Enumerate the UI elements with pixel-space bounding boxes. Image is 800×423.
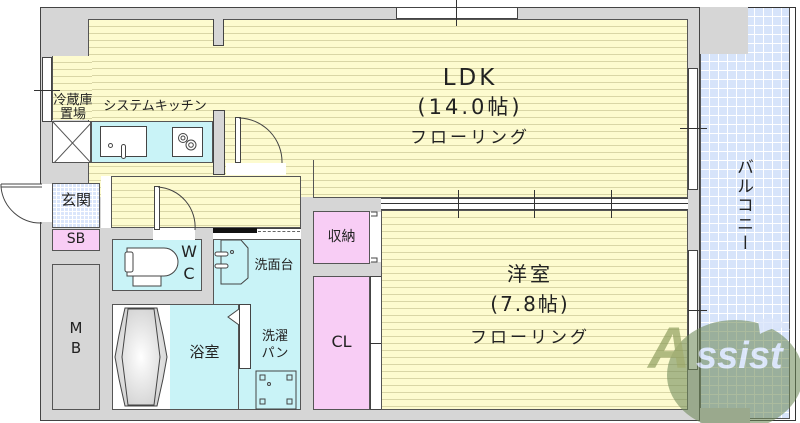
shoe-box-label: SB xyxy=(66,231,86,247)
toilet-label-line1: W xyxy=(181,242,197,261)
western-room-size: (7.8帖) xyxy=(490,292,570,316)
svg-text:A: A xyxy=(646,316,690,381)
ldk-door-opening xyxy=(226,163,286,175)
fridge-label-line2: 置場 xyxy=(59,107,86,122)
ldk-door-swing-icon xyxy=(238,117,283,164)
burner-icon xyxy=(178,133,197,151)
toilet-label-line2: C xyxy=(183,264,195,283)
entrance-door-icon[interactable] xyxy=(0,181,54,225)
ldk-right-window xyxy=(688,68,698,190)
fridge-label-line1: 冷蔵庫 xyxy=(53,93,93,108)
top-window xyxy=(396,7,518,19)
meter-box-label-line1: M xyxy=(69,319,83,337)
left-window-mark xyxy=(34,90,60,91)
watermark-text: ssist xyxy=(696,335,784,377)
faucet-icon xyxy=(121,144,126,159)
bath-door[interactable] xyxy=(239,304,251,369)
entrance-floor xyxy=(52,183,100,228)
kitchen-side-wall xyxy=(213,110,225,175)
western-room-floor xyxy=(381,210,688,410)
meter-box xyxy=(52,264,100,410)
fridge-space xyxy=(52,121,91,163)
balcony-label: バルコニー xyxy=(733,158,753,253)
storage-door-opening[interactable] xyxy=(370,212,381,262)
partition-mark-1 xyxy=(458,190,459,218)
closet xyxy=(313,276,370,410)
closet-label: CL xyxy=(331,332,352,351)
stove xyxy=(172,127,203,157)
entrance-door-opening xyxy=(40,184,52,222)
washstand-label: 洗面台 xyxy=(254,258,294,273)
western-room-floor-type: フローリング xyxy=(470,328,590,348)
washroom-door-rail[interactable] xyxy=(213,228,301,239)
fridge-cross-icon xyxy=(53,122,90,162)
ldk-size: (14.0帖) xyxy=(417,95,523,119)
kitchen-sink xyxy=(100,126,147,157)
ldk-floor-left xyxy=(52,56,92,120)
wc-door-leaf[interactable] xyxy=(154,186,160,230)
wc-door-swing-icon xyxy=(157,186,196,231)
ldk-door-leaf[interactable] xyxy=(235,117,241,163)
shoe-box xyxy=(52,229,100,251)
meter-box-label-line2: B xyxy=(70,339,82,357)
ldk-name: LDK xyxy=(442,65,498,91)
partition-mark-3 xyxy=(611,190,612,218)
toilet-icon xyxy=(124,247,179,287)
bathtub-icon xyxy=(114,307,168,407)
partition-mark-2 xyxy=(534,190,535,218)
ldk-right-window-mark xyxy=(680,128,707,129)
sink-drain-icon xyxy=(108,143,113,148)
bath-door-icon xyxy=(227,308,240,326)
laundry-pan-icon xyxy=(255,370,297,410)
storage-label: 収納 xyxy=(327,229,356,245)
ldk-top-wall-stub xyxy=(213,19,224,46)
wc-door-opening xyxy=(153,228,195,240)
western-right-window-mark xyxy=(680,310,707,311)
washbasin-icon xyxy=(214,240,249,285)
hallway-floor xyxy=(111,176,301,228)
kitchen-label: システムキッチン xyxy=(103,99,207,114)
washroom-door-dash xyxy=(258,231,300,232)
washroom-door-panel xyxy=(213,228,257,233)
top-window-mark xyxy=(456,0,457,26)
western-room-name: 洋室 xyxy=(507,262,553,286)
closet-door-divider xyxy=(370,343,382,344)
assist-logo-icon: A ssist xyxy=(646,316,800,423)
balcony-corner-block xyxy=(700,7,748,54)
ldk-floor-type: フローリング xyxy=(410,128,530,148)
laundry-pan-label-line2: パン xyxy=(261,346,289,361)
left-window xyxy=(42,57,52,122)
hall-opening-left xyxy=(101,176,111,228)
storage xyxy=(313,211,370,264)
ldk-floor-lower xyxy=(313,160,688,198)
laundry-pan-label-line1: 洗濯 xyxy=(261,329,288,344)
entrance-label: 玄関 xyxy=(60,191,91,209)
bathroom-label: 浴室 xyxy=(189,343,220,361)
